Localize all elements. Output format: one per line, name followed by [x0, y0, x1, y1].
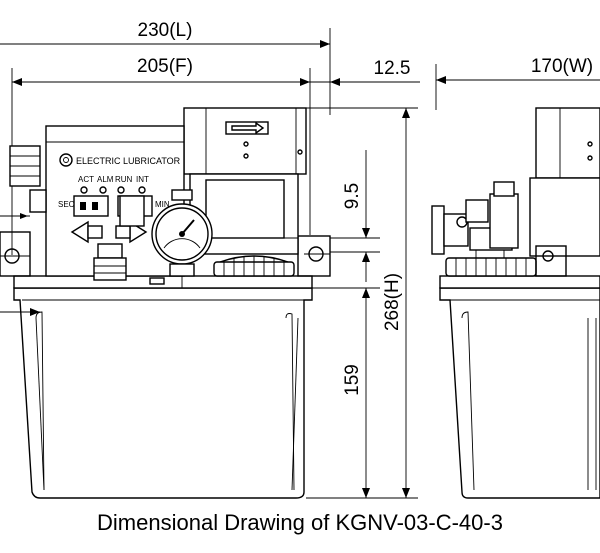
control-panel: ELECTRIC LUBRICATOR ACT ALM RUN INT SEC …: [9, 125, 185, 277]
drawing-caption: Dimensional Drawing of KGNV-03-C-40-3: [97, 510, 503, 535]
side-filler-cap: [445, 257, 537, 277]
tank-height-label: 159: [342, 364, 363, 396]
front-label: 205(F): [137, 56, 193, 77]
dimension-offset: 12.5: [300, 58, 420, 86]
width-label: 170(W): [531, 56, 593, 77]
dimension-small-height: 9.5: [330, 150, 380, 282]
flow-arrow-box: [225, 121, 269, 135]
length-label: 230(L): [138, 20, 193, 41]
sec-label: SEC: [58, 200, 75, 209]
side-pump-block: [431, 181, 519, 258]
led-label-run: RUN: [115, 175, 133, 184]
led-act-icon: [80, 186, 88, 194]
led-int-icon: [138, 186, 146, 194]
front-view: ELECTRIC LUBRICATOR ACT ALM RUN INT SEC …: [0, 107, 331, 499]
left-mount-bracket: [0, 231, 31, 277]
pressure-gauge: [151, 189, 213, 288]
led-label-act: ACT: [78, 175, 94, 184]
right-mount-bracket: [297, 235, 331, 277]
side-oil-tank: [439, 287, 600, 499]
dimension-width: 170(W): [435, 56, 600, 110]
dimensional-drawing: 230(L) 205(F) 12.5 170(W) 268(H) 9.5: [0, 20, 600, 499]
oil-tank: [13, 287, 313, 499]
dimension-tank-height: 159: [308, 287, 380, 498]
filler-cap: [213, 255, 295, 277]
cable-gland-bottom: [29, 189, 47, 213]
base-fitting: [149, 277, 165, 285]
dimension-length: 230(L): [0, 20, 331, 115]
min-label: MIN: [155, 200, 170, 209]
led-run-icon: [117, 186, 125, 194]
height-label: 268(H): [382, 273, 403, 331]
sec-dial-switch: [73, 195, 109, 217]
small-height-label: 9.5: [342, 183, 363, 209]
pump-outlet: [93, 195, 145, 281]
offset-label: 12.5: [374, 58, 411, 79]
side-view: [431, 107, 600, 499]
left-dimension-ticks: [0, 213, 40, 316]
panel-brand: ELECTRIC LUBRICATOR: [76, 156, 181, 166]
dimension-height: 268(H): [306, 107, 418, 499]
side-motor-housing: [529, 107, 600, 257]
led-alm-icon: [99, 186, 107, 194]
dimension-front: 205(F): [11, 56, 311, 255]
side-mount-bracket: [535, 245, 567, 277]
brand-logo-icon: [59, 153, 73, 167]
side-base-plate: [439, 275, 600, 289]
led-label-int: INT: [136, 175, 149, 184]
led-label-alm: ALM: [97, 175, 114, 184]
